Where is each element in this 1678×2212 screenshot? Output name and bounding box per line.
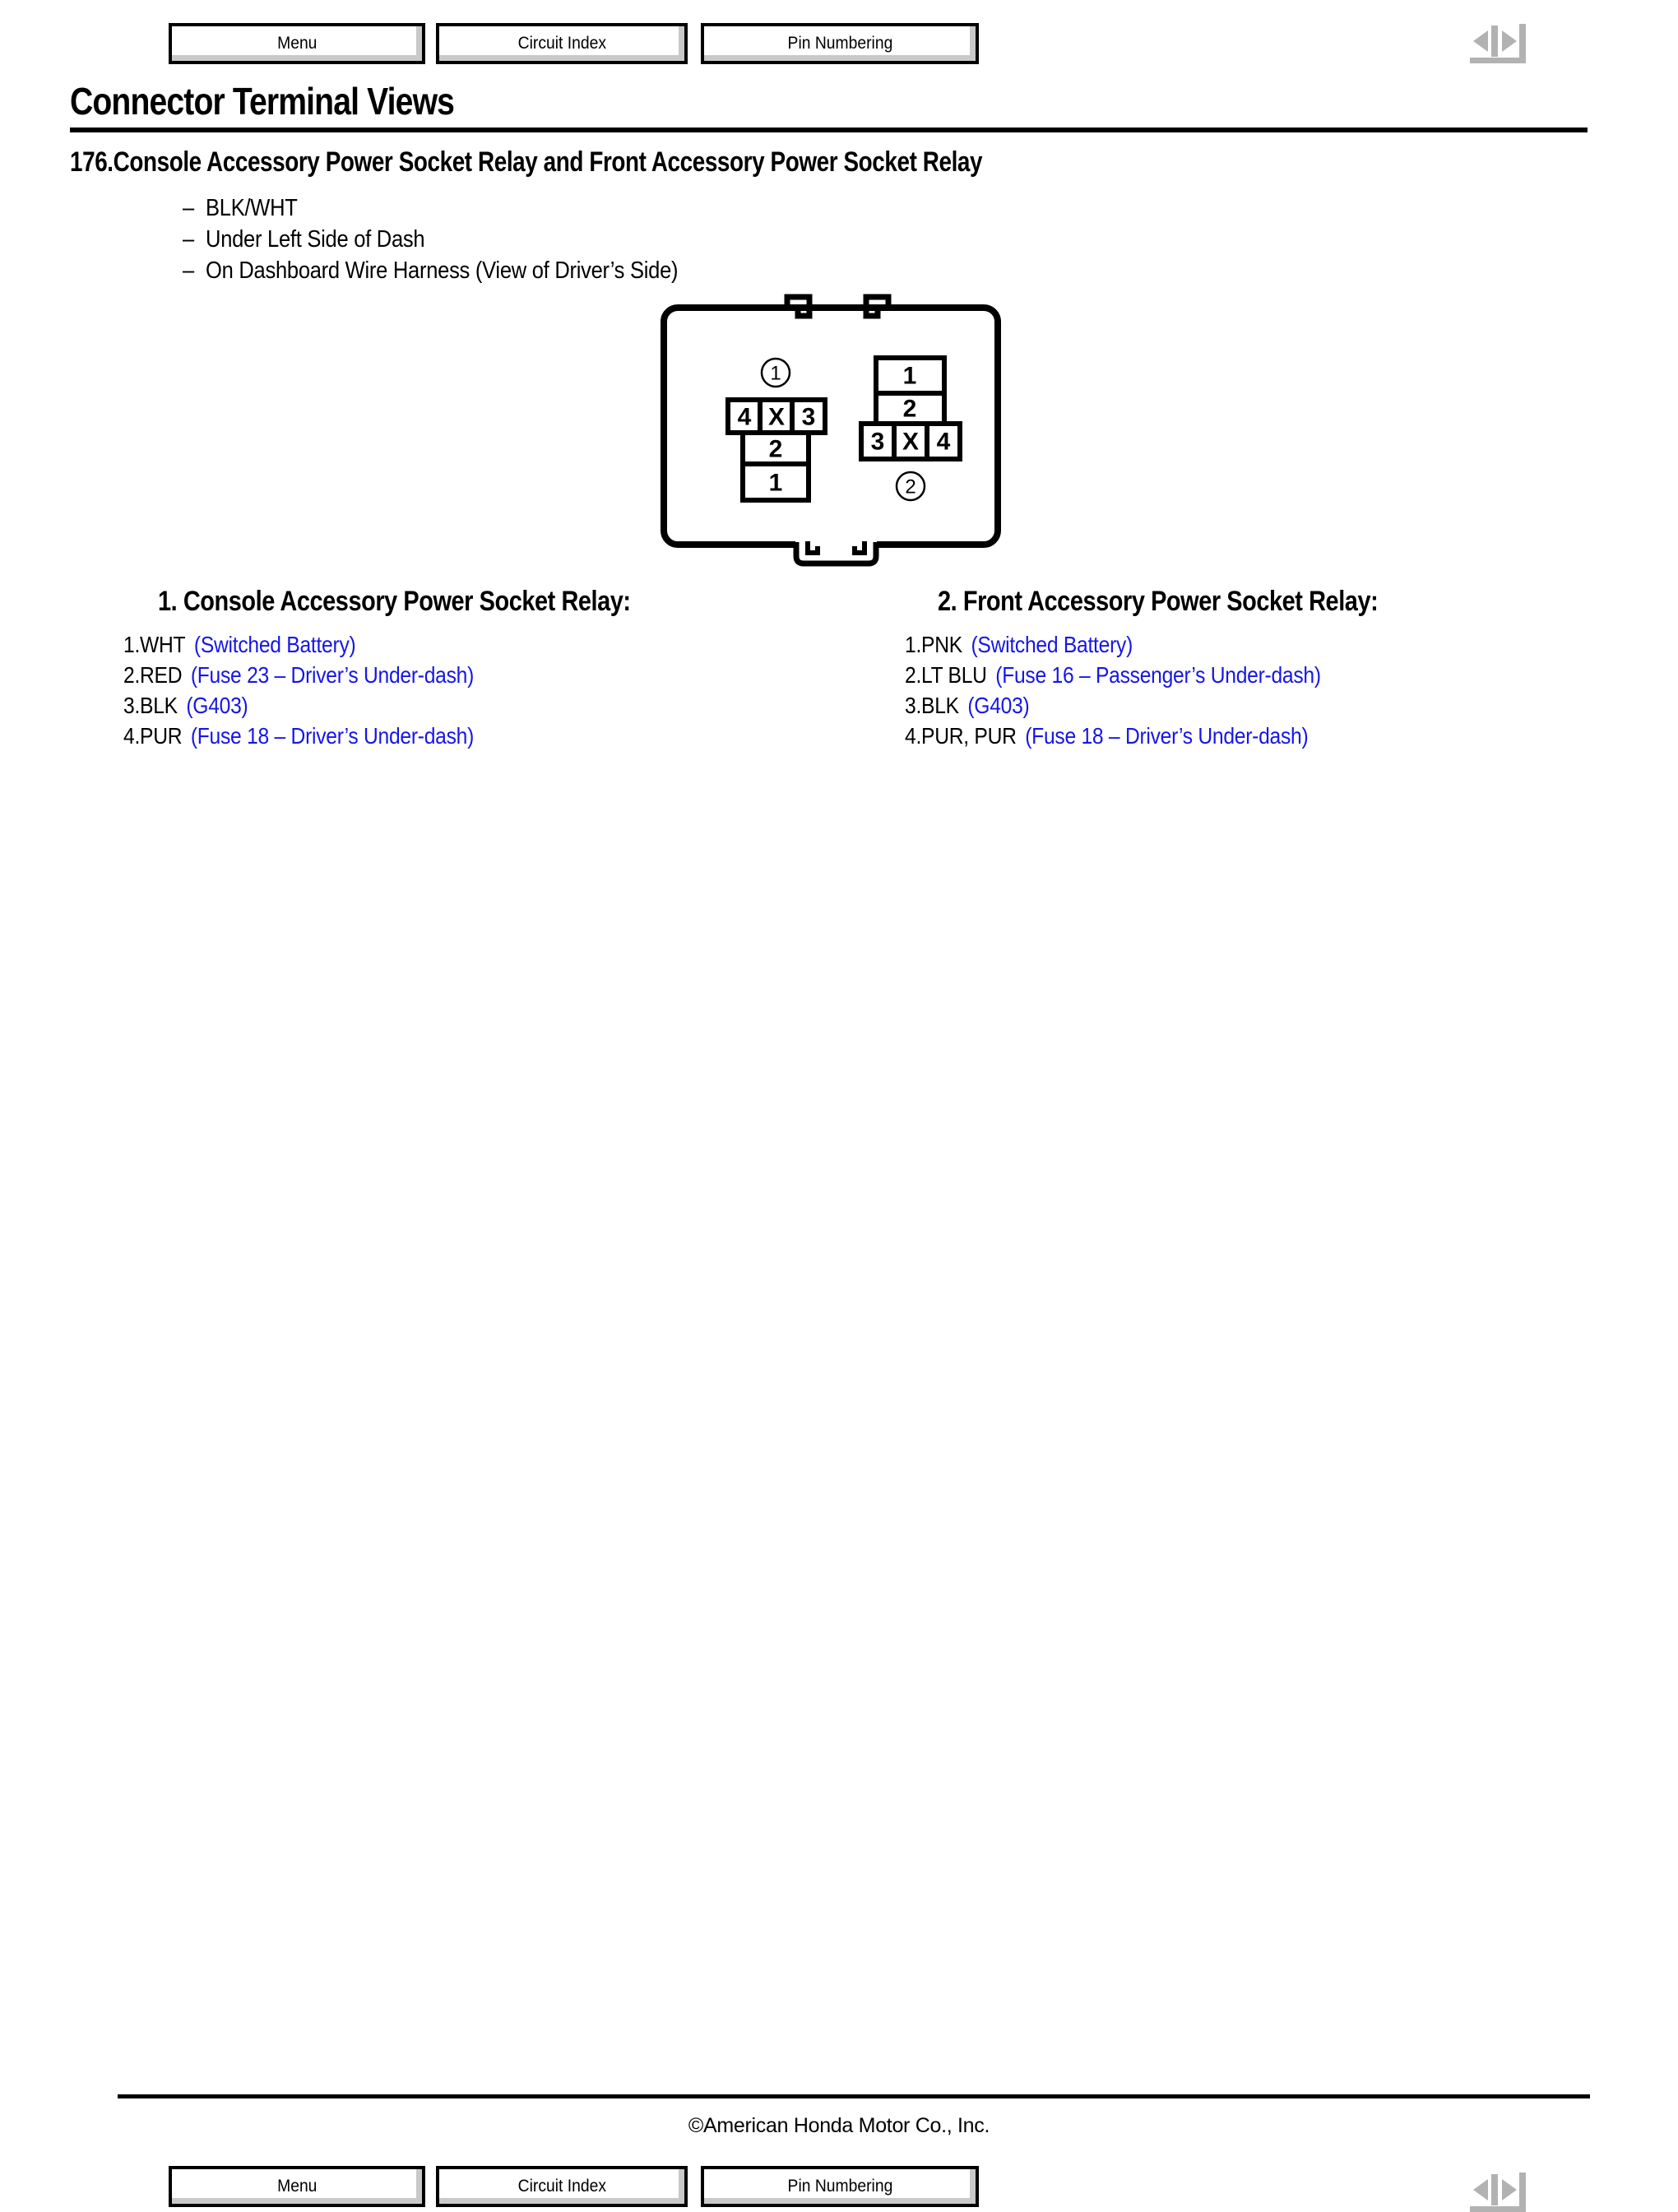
pin-number: 1 [769, 470, 783, 497]
bullet-text: BLK/WHT [206, 195, 298, 221]
bullet-item: –On Dashboard Wire Harness (View of Driv… [183, 257, 679, 285]
menu-button-label: Menu [276, 2177, 318, 2196]
next-view-icon[interactable] [1502, 2179, 1517, 2200]
pin-list-item: 3.BLK (G403) [905, 693, 1030, 719]
pin-number: 4 [937, 429, 951, 456]
pin-cell [740, 430, 811, 466]
bullet-dash: – [183, 257, 194, 284]
next-view-icon[interactable] [1502, 30, 1517, 52]
pin-list-item: 2.RED (Fuse 23 – Driver’s Under-dash) [123, 662, 474, 689]
bullet-item: –Under Left Side of Dash [183, 226, 425, 253]
bullet-item: –BLK/WHT [183, 195, 298, 222]
pin-wire-label: 4.PUR, PUR [905, 723, 1017, 749]
section-heading-text: Console Accessory Power Socket Relay and… [113, 146, 983, 178]
pin-numbering-button-bottom[interactable]: Pin Numbering [701, 2166, 979, 2207]
pin-number: 2 [769, 436, 783, 463]
pin-number: 3 [802, 404, 816, 431]
pin-number: X [768, 404, 785, 431]
pin-cell [925, 421, 962, 461]
pin-numbering-button-label: Pin Numbering [787, 2177, 892, 2196]
circuit-index-button-label: Circuit Index [517, 34, 606, 53]
title-rule [70, 128, 1588, 132]
connector2-callout-number: 2 [905, 476, 915, 499]
pin-wire-label: 2.LT BLU [905, 662, 987, 688]
section-number: 176. [70, 146, 114, 178]
pin-number: 1 [903, 363, 917, 390]
menu-button-bottom[interactable]: Menu [169, 2166, 425, 2207]
pin-list-item: 1.WHT (Switched Battery) [123, 632, 356, 658]
pin-number: 2 [903, 396, 917, 423]
top-latch-tab-left-icon [784, 294, 813, 319]
footer-rule [118, 2094, 1590, 2098]
pin-numbering-button[interactable]: Pin Numbering [701, 23, 979, 64]
pin-cell [740, 461, 811, 503]
connector-diagram: 1 4 X 3 2 1 [658, 293, 1012, 579]
nav-baseline-icon [1470, 2206, 1524, 2212]
pin-wire-label: 4.PUR [123, 723, 183, 749]
previous-view-bar-icon [1491, 26, 1498, 57]
pin-list-item: 4.PUR, PUR (Fuse 18 – Driver’s Under-dash… [905, 723, 1309, 749]
relay2-title: 2. Front Accessory Power Socket Relay: [938, 586, 1379, 617]
previous-view-bar-icon [1491, 2174, 1498, 2205]
pin-number: 4 [738, 404, 752, 431]
pin-list-item: 2.LT BLU (Fuse 16 – Passenger’s Under-das… [905, 662, 1321, 689]
bottom-latch-tab-icon [793, 542, 879, 567]
pin-list-item: 3.BLK (G403) [123, 693, 248, 719]
pin-wire-label: 3.BLK [905, 693, 959, 718]
bullet-dash: – [183, 195, 194, 221]
connector1-callout-number: 1 [770, 363, 781, 385]
section-heading: 176.Console Accessory Power Socket Relay… [70, 146, 983, 179]
circuit-index-button[interactable]: Circuit Index [436, 23, 688, 64]
pin-detail-link[interactable]: (G403) [967, 693, 1030, 718]
footer-copyright: ©American Honda Motor Co., Inc. [688, 2114, 990, 2137]
circuit-index-button-bottom[interactable]: Circuit Index [436, 2166, 688, 2207]
pin-cell [892, 421, 929, 461]
connector2-callout-circle [895, 471, 926, 502]
pin-number: X [902, 429, 919, 456]
pin-wire-label: 3.BLK [123, 693, 178, 718]
previous-view-icon[interactable] [1473, 2179, 1488, 2200]
page-nav-arrows[interactable] [1466, 20, 1545, 66]
pin-cell [874, 355, 947, 396]
circuit-index-button-label: Circuit Index [517, 2177, 606, 2196]
bullet-text: Under Left Side of Dash [206, 226, 425, 253]
relay1-title: 1. Console Accessory Power Socket Relay: [158, 586, 631, 617]
pin-detail-link[interactable]: (Fuse 18 – Driver’s Under-dash) [1025, 723, 1309, 749]
pin-wire-label: 1.PNK [905, 632, 962, 657]
previous-view-icon[interactable] [1473, 30, 1488, 52]
pin-number: 3 [871, 429, 885, 456]
pin-detail-link[interactable]: (Fuse 16 – Passenger’s Under-dash) [995, 662, 1321, 688]
menu-button[interactable]: Menu [169, 23, 425, 64]
page-title: Connector Terminal Views [70, 80, 455, 123]
bottom-latch-hook-right-icon [852, 541, 867, 555]
bullet-dash: – [183, 226, 194, 253]
pin-wire-label: 1.WHT [123, 632, 186, 657]
pin-detail-link[interactable]: (Switched Battery) [193, 632, 356, 657]
pin-list-item: 4.PUR (Fuse 18 – Driver’s Under-dash) [123, 723, 474, 749]
nav-endbar-icon [1519, 2173, 1526, 2212]
pin-cell [790, 397, 827, 435]
top-latch-tab-right-icon [863, 294, 892, 319]
pin-numbering-button-label: Pin Numbering [787, 34, 892, 53]
pin-list-item: 1.PNK (Switched Battery) [905, 632, 1133, 658]
pin-detail-link[interactable]: (G403) [186, 693, 248, 718]
nav-baseline-icon [1470, 58, 1524, 63]
pin-wire-label: 2.RED [123, 662, 183, 688]
nav-endbar-icon [1519, 24, 1526, 63]
menu-button-label: Menu [276, 34, 318, 53]
bottom-latch-hook-left-icon [805, 541, 820, 555]
page-nav-arrows-bottom[interactable] [1466, 2168, 1545, 2212]
bullet-text: On Dashboard Wire Harness (View of Drive… [206, 257, 679, 284]
pin-detail-link[interactable]: (Switched Battery) [971, 632, 1133, 657]
connector1-callout-circle [760, 357, 791, 388]
pin-detail-link[interactable]: (Fuse 23 – Driver’s Under-dash) [190, 662, 475, 688]
pin-detail-link[interactable]: (Fuse 18 – Driver’s Under-dash) [190, 723, 475, 749]
